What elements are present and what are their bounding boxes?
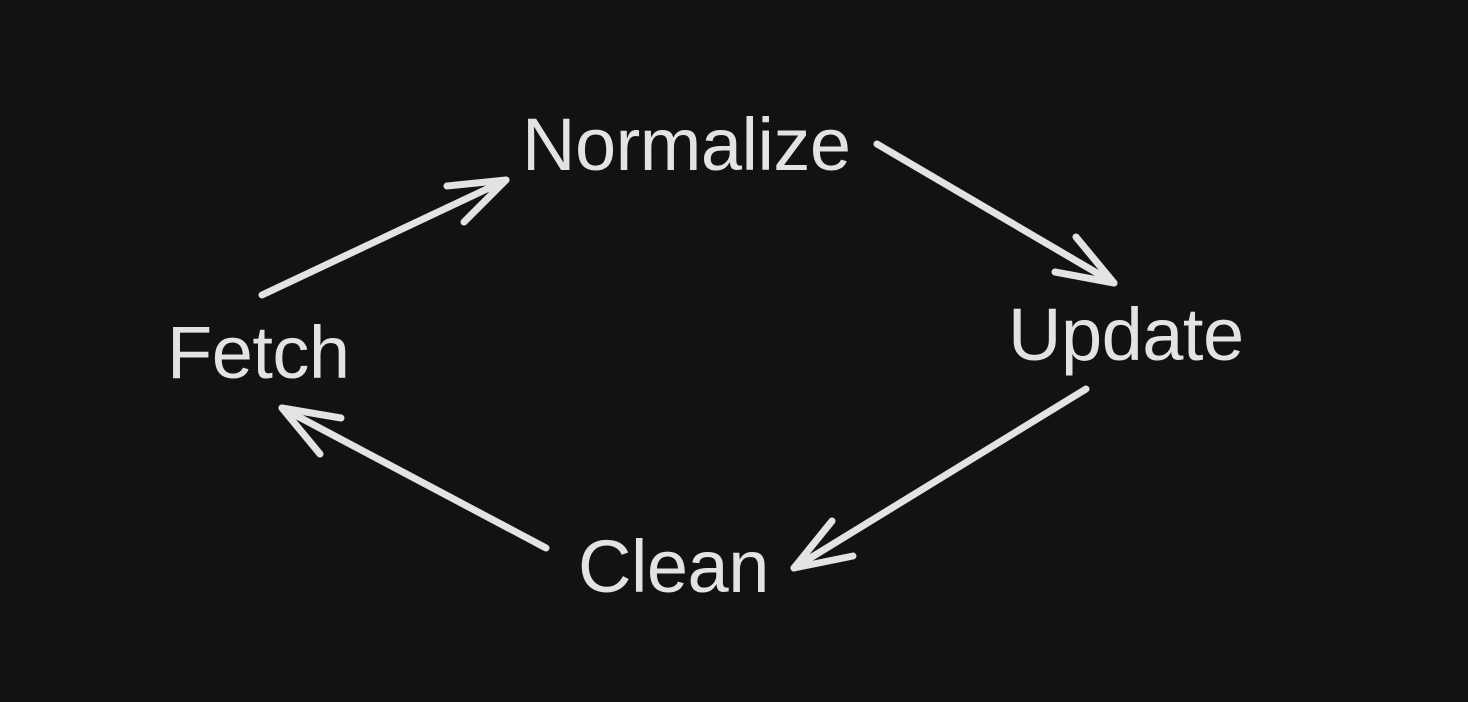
node-fetch: Fetch xyxy=(167,311,350,394)
edge-fetch-to-normalize xyxy=(258,176,510,299)
edge-clean-to-fetch xyxy=(278,404,550,552)
edge-update-to-clean xyxy=(790,385,1090,572)
node-normalize: Normalize xyxy=(522,103,851,186)
edge-normalize-to-update xyxy=(873,140,1118,287)
node-clean: Clean xyxy=(578,525,769,608)
node-update: Update xyxy=(1008,293,1244,376)
